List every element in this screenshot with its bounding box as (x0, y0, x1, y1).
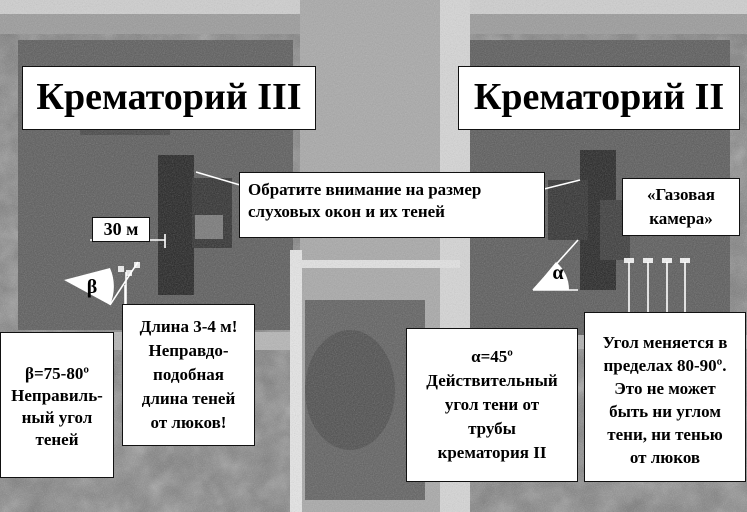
beta-note: β=75-80º Неправиль- ный угол теней (0, 332, 114, 478)
length-note-line4: длина теней (141, 389, 236, 408)
alpha-symbol: α (552, 262, 564, 284)
angle-note-line3: Это не может (614, 379, 716, 398)
title-crematorium-iii: Крематорий III (22, 66, 316, 130)
windows-note-text: Обратите внимание на размер слуховых око… (248, 180, 482, 221)
beta-note-line3: ный угол (21, 408, 93, 427)
beta-note-line1: β=75-80º (25, 364, 89, 383)
alpha-note: α=45º Действительный угол тени от трубы … (406, 328, 578, 482)
windows-note: Обратите внимание на размер слуховых око… (239, 172, 545, 238)
length-note-line1: Длина 3-4 м! (139, 317, 238, 336)
alpha-note-line3: угол тени от (444, 395, 540, 414)
angle-note-line2: пределах 80-90º. (603, 356, 727, 375)
length-note-line2: Неправдо- (148, 341, 229, 360)
gas-chamber-text: «Газовая камера» (646, 185, 715, 228)
length-note-line5: от люков! (150, 413, 227, 432)
beta-symbol: β (86, 276, 98, 298)
beta-note-line2: Неправиль- (11, 386, 103, 405)
alpha-note-line2: Действительный (426, 371, 558, 390)
angle-note: Угол меняется в пределах 80-90º. Это не … (584, 312, 746, 482)
length-note: Длина 3-4 м! Неправдо- подобная длина те… (122, 304, 255, 446)
scale-label-text: 30 м (103, 219, 139, 239)
beta-note-line4: теней (35, 430, 79, 449)
alpha-note-line1: α=45º (471, 347, 513, 366)
angle-note-line6: от люков (629, 448, 701, 467)
angle-note-line5: тени, ни тенью (607, 425, 723, 444)
alpha-note-line5: крематория II (437, 443, 547, 462)
alpha-note-line4: трубы (468, 419, 516, 438)
gas-chamber-label: «Газовая камера» (622, 178, 740, 236)
scale-label: 30 м (92, 217, 150, 242)
angle-note-line4: быть ни углом (609, 402, 721, 421)
title-crematorium-ii-text: Крематорий II (473, 76, 725, 118)
length-note-line3: подобная (153, 365, 224, 384)
angle-note-line1: Угол меняется в (602, 333, 728, 352)
title-crematorium-iii-text: Крематорий III (36, 76, 302, 118)
title-crematorium-ii: Крематорий II (458, 66, 740, 130)
